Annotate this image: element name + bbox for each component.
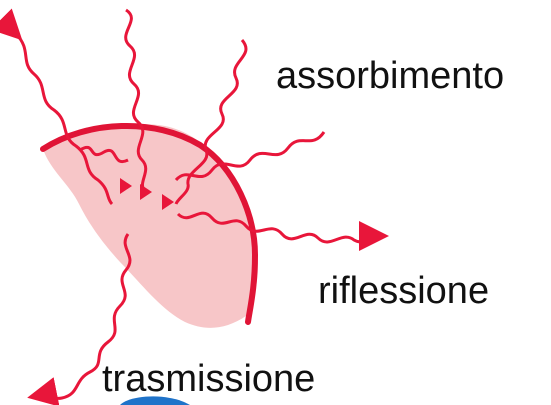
material-body xyxy=(43,124,258,328)
absorption-label: assorbimento xyxy=(276,57,504,95)
reflection-label: riflessione xyxy=(318,272,489,310)
transmission-label: trasmissione xyxy=(102,360,315,398)
